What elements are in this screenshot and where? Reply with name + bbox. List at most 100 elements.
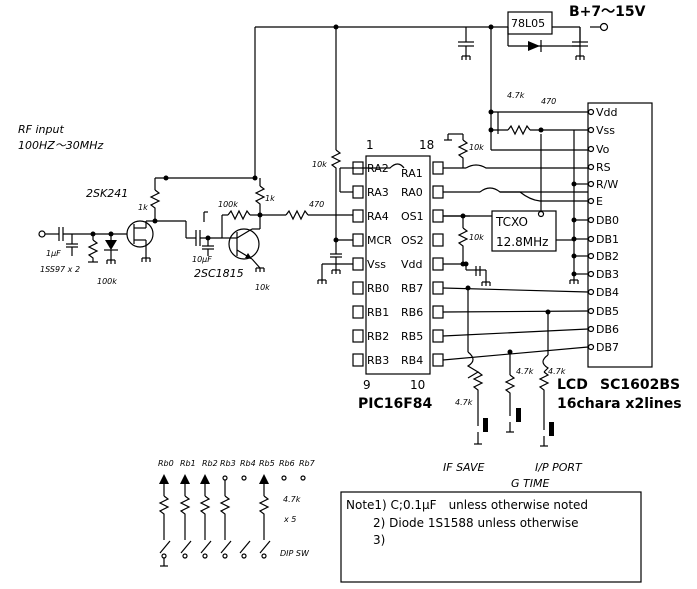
r-feedback-label: 100k xyxy=(218,200,238,209)
r-100k-input-label: 100k xyxy=(97,277,117,286)
input-diodes-label: 1SS97 x 2 xyxy=(40,265,80,274)
r-collector-label: 1k xyxy=(265,194,275,203)
rf-input-title: RF input xyxy=(18,123,64,136)
supply-terminal xyxy=(599,22,609,32)
lcd-pin-db5: DB5 xyxy=(596,305,619,318)
dip-resistor-count: x 5 xyxy=(283,515,296,524)
pic-pin-rb2: RB2 xyxy=(367,330,389,343)
input-diode-icon xyxy=(105,240,117,250)
pic-pin-ra3: RA3 xyxy=(367,186,389,199)
lcd-pin-vss: Vss xyxy=(596,124,615,137)
lcd-pin-db0: DB0 xyxy=(596,214,619,227)
note-line-3: 3) xyxy=(373,533,385,547)
r-fet-drain-label: 1k xyxy=(138,203,148,212)
regulator-78l05 xyxy=(507,11,553,35)
dip-label-rb2: Rb2 xyxy=(202,459,218,468)
pic-pin-ra1: RA1 xyxy=(401,167,423,180)
lcd-pin-vo: Vo xyxy=(596,143,610,156)
tcxo-label: TCXO xyxy=(495,215,528,229)
pic-pin-rb5: RB5 xyxy=(401,330,423,343)
notes-frame xyxy=(340,491,642,583)
tcxo-oscillator xyxy=(491,210,557,252)
pic-pin-os2: OS2 xyxy=(401,234,424,247)
tcxo-block: TCXO 12.8MHz xyxy=(491,134,572,252)
r-mclr-label: 10k xyxy=(312,160,327,169)
rf-input-range: 100HZ～30MHz xyxy=(18,139,104,152)
dip-label-rb4: Rb4 xyxy=(240,459,256,468)
pic-pin-rb3: RB3 xyxy=(367,354,389,367)
lcd-pin-db3: DB3 xyxy=(596,268,619,281)
dip-label-rb1: Rb1 xyxy=(180,459,196,468)
lcd-pin-db2: DB2 xyxy=(596,250,619,263)
lcd-label: LCD xyxy=(557,377,588,393)
ip-port-label: I/P PORT xyxy=(535,461,583,474)
lcd-pin-vdd: Vdd xyxy=(596,106,618,119)
btn-resistor-c-label: 4.7k xyxy=(548,367,566,376)
r-emitter-label: 10k xyxy=(255,283,270,292)
dip-switch-label: DIP SW xyxy=(280,549,310,558)
pic-pin-os1: OS1 xyxy=(401,210,424,223)
g-time-button[interactable] xyxy=(516,408,521,422)
rf-input-terminal xyxy=(38,230,46,238)
note-line-1: Note1) C;0.1μF unless otherwise noted xyxy=(346,498,588,512)
lcd-pin-rs: RS xyxy=(596,161,611,174)
lcd-pin-rw: R/W xyxy=(596,178,618,191)
dip-column-rb4 xyxy=(239,475,251,559)
r-ra1-pullup-label: 10k xyxy=(469,143,484,152)
power-supply-section: 78L05 B+7～15V xyxy=(255,4,646,148)
pic-pin-mcr: MCR xyxy=(367,234,392,247)
r-os-pullup-label: 10k xyxy=(469,233,484,242)
supply-voltage-label: B+7～15V xyxy=(569,4,646,20)
ip-port-button[interactable] xyxy=(549,422,554,436)
lcd-pin-db4: DB4 xyxy=(596,286,619,299)
pic-pin-vss: Vss xyxy=(367,258,386,271)
pic-pin-rb4: RB4 xyxy=(401,354,423,367)
dip-resistor-value: 4.7k xyxy=(283,495,301,504)
dip-switch-section: Rb0 Rb1 Rb2 Rb3 Rb4 Rb5 Rb6 Rb7 xyxy=(158,459,316,567)
lcd-model: SC1602BS xyxy=(600,377,680,393)
btn-resistor-b-label: 4.7k xyxy=(516,367,534,376)
btn-resistor-a-label: 4.7k xyxy=(455,398,473,407)
input-cap-label: 1μF xyxy=(46,249,61,258)
lcd-pin-db6: DB6 xyxy=(596,323,619,336)
dip-column-rb1 xyxy=(179,474,192,559)
lcd-block: Vdd Vss Vo RS R/W E DB0 DB1 DB2 DB3 DB4 … xyxy=(442,91,682,412)
pic-pin10: 10 xyxy=(410,378,425,392)
lcd-pin-e: E xyxy=(596,195,603,208)
pic-pin9: 9 xyxy=(363,378,371,392)
pic16f84-chip xyxy=(365,155,431,375)
pic-name: PIC16F84 xyxy=(358,396,433,412)
dip-label-rb0: Rb0 xyxy=(158,459,174,468)
dip-column-rb0 xyxy=(158,474,171,559)
pic-pin1: 1 xyxy=(366,138,374,152)
r-vo-label: 470 xyxy=(541,97,556,106)
dip-label-rb3: Rb3 xyxy=(220,459,236,468)
pic16f84-block: 1 18 9 10 PIC16F84 RA2 RA3 RA4 MCR Vss R… xyxy=(312,133,588,412)
lcd-pin-list: Vdd Vss Vo RS R/W E DB0 DB1 DB2 DB3 DB4 … xyxy=(587,106,619,354)
regulator-label: 78L05 xyxy=(511,17,545,30)
pic-pin-ra0: RA0 xyxy=(401,186,423,199)
rf-input-section: RF input 100HZ～30MHz 2SK241 2SC1815 1μF … xyxy=(18,27,353,292)
if-save-button[interactable] xyxy=(483,418,488,432)
dip-column-rb2 xyxy=(199,474,212,559)
lcd-pin-db7: DB7 xyxy=(596,341,619,354)
regulator-diode-icon xyxy=(528,41,540,51)
fet-2sk241 xyxy=(126,220,154,248)
lcd-description: 16chara x2lines xyxy=(557,396,682,412)
transistor-label: 2SC1815 xyxy=(194,267,244,280)
pushbutton-section: 4.7k IF SAVE 4.7k 4.7k I/P PORT G TIME xyxy=(443,288,583,490)
pic-pin-rb0: RB0 xyxy=(367,282,389,295)
r-vdd-label: 4.7k xyxy=(507,91,525,100)
pic-pin-rb7: RB7 xyxy=(401,282,423,295)
lcd-pin-db1: DB1 xyxy=(596,233,619,246)
fet-label: 2SK241 xyxy=(86,187,128,200)
notes-box: Note1) C;0.1μF unless otherwise noted 2)… xyxy=(340,491,642,583)
dip-label-rb7: Rb7 xyxy=(299,459,316,468)
pic-pin-rb1: RB1 xyxy=(367,306,389,319)
dip-label-rb5: Rb5 xyxy=(259,459,275,468)
pic-pin18: 18 xyxy=(419,138,434,152)
pic-pin-ra4: RA4 xyxy=(367,210,389,223)
dip-pad-rb6 xyxy=(281,475,287,481)
dip-column-rb3 xyxy=(219,475,232,559)
